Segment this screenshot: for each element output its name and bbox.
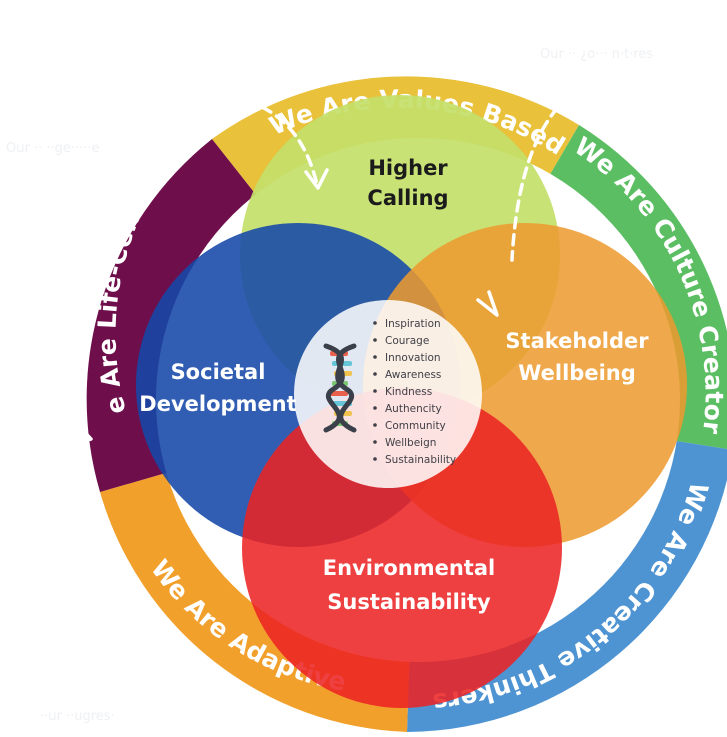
arrow-to-life-centred — [64, 426, 90, 440]
value-item: Courage — [385, 335, 429, 347]
arrowhead-stakeholder-wellbeing — [476, 290, 499, 317]
stakeholder-wellbeing-line1: Stakeholder — [505, 329, 649, 353]
circle-environmental-sustainability — [242, 388, 562, 708]
societal-development-line1: Societal — [171, 360, 266, 384]
list-bullet — [373, 406, 377, 410]
value-item: Innovation — [385, 352, 441, 364]
center-disc — [294, 300, 482, 488]
stakeholder-wellbeing-line2: Wellbeing — [518, 361, 636, 385]
value-item: Kindness — [385, 386, 432, 398]
arrow-to-higher-calling — [228, 94, 319, 187]
list-bullet — [373, 338, 377, 342]
dna-icon — [323, 343, 357, 433]
list-bullet — [373, 389, 377, 393]
value-item: Inspiration — [385, 318, 441, 330]
value-item: Wellbeign — [385, 437, 436, 449]
higher-calling-line2: Calling — [367, 186, 448, 210]
societal-development-line2: Development — [139, 392, 296, 416]
list-bullet — [373, 457, 377, 461]
value-item: Awareness — [385, 369, 441, 381]
arrowhead-life-centred — [74, 425, 93, 445]
faint-label-left: Our ·· ··ge·····e — [6, 141, 100, 156]
arrow-heads — [74, 168, 499, 445]
faint-label-bottom-left: ··ur ··ugres· — [40, 709, 115, 724]
faint-label-top-right: Our ·· ¿o··· n·t·res — [540, 47, 653, 62]
arrow-to-stakeholder-wellbeing — [510, 76, 600, 262]
value-item: Community — [385, 420, 446, 432]
values-list: Inspiration Courage Innovation Awareness… — [373, 318, 456, 466]
list-bullet — [373, 355, 377, 359]
value-item: Authencity — [385, 403, 442, 415]
arrowhead-higher-calling — [304, 168, 329, 190]
list-bullet — [373, 321, 377, 325]
higher-calling-line1: Higher — [368, 156, 448, 180]
list-bullet — [373, 423, 377, 427]
list-bullet — [373, 372, 377, 376]
environmental-sustainability-line2: Sustainability — [327, 590, 491, 614]
list-bullet — [373, 440, 377, 444]
dashed-arrows — [64, 76, 600, 440]
value-item: Sustainability — [385, 454, 456, 466]
environmental-sustainability-line1: Environmental — [323, 556, 495, 580]
